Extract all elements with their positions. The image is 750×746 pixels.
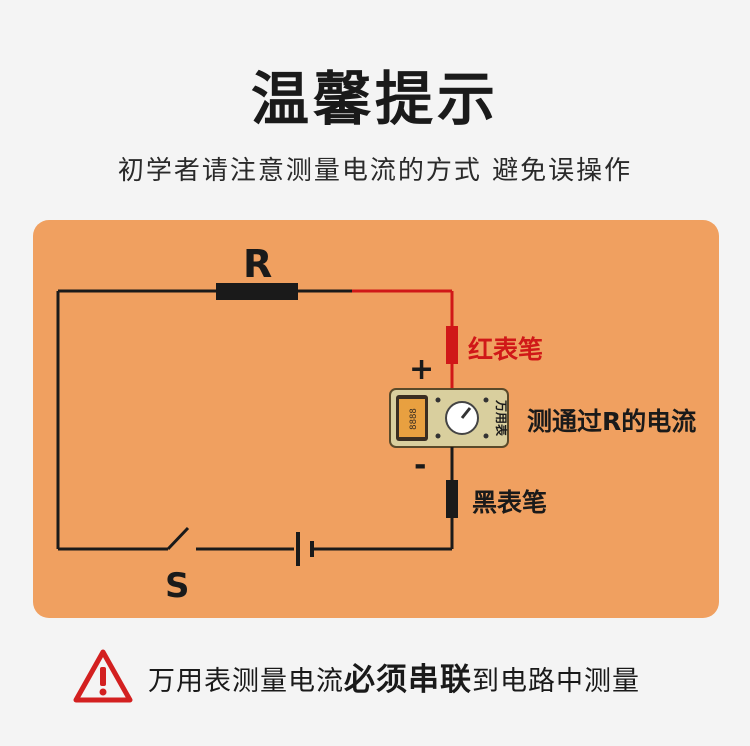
resistor-label: R xyxy=(243,242,273,286)
warning-text-after: 到电路中测量 xyxy=(472,665,640,697)
meter-brand-label: 万用表 xyxy=(494,399,509,437)
multimeter xyxy=(389,388,509,448)
switch-blade xyxy=(166,526,190,551)
warning-text-before: 万用表测量电流 xyxy=(148,665,344,697)
measure-label: 测通过R的电流 xyxy=(527,407,697,436)
page-subtitle: 初学者请注意测量电流的方式 避免误操作 xyxy=(117,156,633,186)
meter-display-digits: 8888 xyxy=(409,408,419,430)
plus-sign: + xyxy=(409,352,435,387)
minus-sign: - xyxy=(414,448,427,483)
red-wires xyxy=(352,289,454,390)
resistor xyxy=(216,283,298,300)
warning-text-emphasis: 必须串联 xyxy=(344,661,472,698)
black-probe xyxy=(446,480,458,518)
black-wires xyxy=(56,289,454,551)
circuit-panel xyxy=(33,220,719,618)
black-probe-label: 黑表笔 xyxy=(472,488,548,517)
red-probe xyxy=(446,326,458,364)
warning-text: 万用表测量电流必须串联到电路中测量 xyxy=(148,654,640,699)
switch-label: S xyxy=(165,566,190,606)
meter-display xyxy=(399,399,425,437)
warning-triangle-icon xyxy=(73,649,133,703)
page-title: 温馨提示 xyxy=(250,65,499,133)
warning-banner: 万用表测量电流必须串联到电路中测量 xyxy=(72,646,640,706)
red-probe-label: 红表笔 xyxy=(468,335,544,364)
